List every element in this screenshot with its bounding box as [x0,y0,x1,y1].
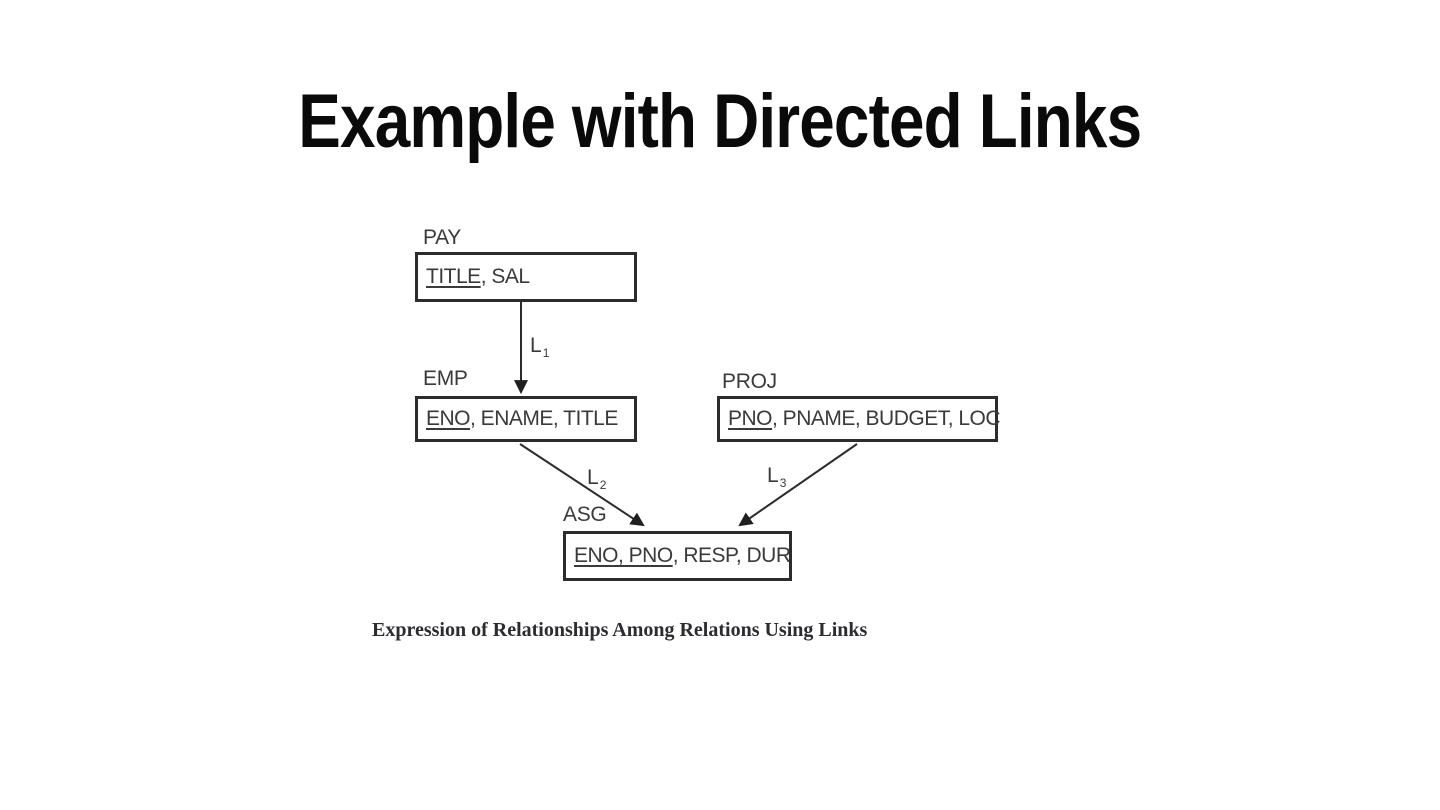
relation-label-pay: PAY [423,226,462,249]
relation-box-pay: TITLE, SAL [415,252,637,302]
relation-box-asg: ENO, PNO, RESP, DUR [563,531,792,581]
link-label-l3: L3 [767,464,787,490]
asg-other-attributes: , RESP, DUR [672,544,791,567]
asg-key-attributes: ENO, PNO [574,544,673,567]
pay-other-attributes: , SAL [480,265,530,288]
relation-label-proj: PROJ [722,370,777,393]
relation-label-asg: ASG [563,503,607,526]
relation-label-emp: EMP [423,367,468,390]
proj-other-attributes: , PNAME, BUDGET, LOC [772,407,1001,430]
arrow-l2-emp-to-asg [519,443,645,527]
emp-key-attributes: ENO [426,407,471,430]
figure-caption: Expression of Relationships Among Relati… [372,619,868,641]
link-label-l1: L1 [530,334,550,360]
arrow-l3-proj-to-asg [738,443,858,527]
page-title-text: Example with Directed Links [298,79,1143,164]
page-title: Example with Directed Links [0,84,1440,160]
link-label-l2: L2 [587,466,607,492]
pay-key-attributes: TITLE [426,265,481,288]
relation-box-emp: ENO, ENAME, TITLE [415,396,637,442]
proj-key-attributes: PNO [728,407,773,430]
relation-box-proj: PNO, PNAME, BUDGET, LOC [717,396,1001,442]
emp-other-attributes: , ENAME, TITLE [470,407,618,430]
